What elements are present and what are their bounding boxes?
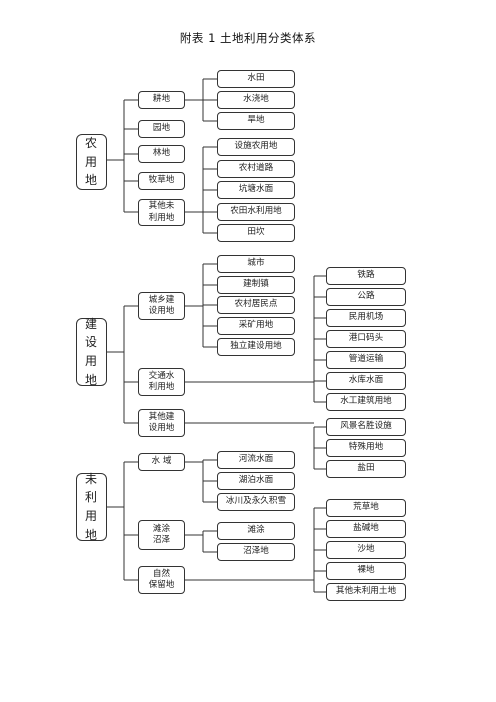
leaf-node: 城市 (217, 255, 295, 273)
leaf-node: 滩涂 (217, 522, 295, 540)
category-node: 园地 (138, 120, 185, 138)
leaf-node: 荒草地 (326, 499, 406, 517)
leaf-node: 管道运输 (326, 351, 406, 369)
leaf-node: 水浇地 (217, 91, 295, 109)
category-node: 城乡建 设用地 (138, 292, 185, 320)
leaf-node: 沼泽地 (217, 543, 295, 561)
leaf-node: 设施农用地 (217, 138, 295, 156)
leaf-node: 盐碱地 (326, 520, 406, 538)
category-node: 交通水 利用地 (138, 368, 185, 396)
leaf-node: 建制镇 (217, 276, 295, 294)
category-node: 耕地 (138, 91, 185, 109)
leaf-node: 田坎 (217, 224, 295, 242)
leaf-node: 河流水面 (217, 451, 295, 469)
leaf-node: 采矿用地 (217, 317, 295, 335)
leaf-node: 湖泊水面 (217, 472, 295, 490)
leaf-node: 水田 (217, 70, 295, 88)
leaf-node: 农村居民点 (217, 296, 295, 314)
leaf-node: 独立建设用地 (217, 338, 295, 356)
leaf-node: 坑塘水面 (217, 181, 295, 199)
category-node: 其他建 设用地 (138, 409, 185, 437)
leaf-node: 农田水利用地 (217, 203, 295, 221)
leaf-node: 冰川及永久积雪 (217, 493, 295, 511)
leaf-node: 农村道路 (217, 160, 295, 178)
leaf-node: 水工建筑用地 (326, 393, 406, 411)
category-node: 自然 保留地 (138, 566, 185, 594)
page-title: 附表 1 土地利用分类体系 (179, 31, 317, 45)
leaf-node: 水库水面 (326, 372, 406, 390)
leaf-node: 公路 (326, 288, 406, 306)
category-node: 林地 (138, 145, 185, 163)
leaf-node: 沙地 (326, 541, 406, 559)
leaf-node: 旱地 (217, 112, 295, 130)
root-node-construction-land: 建 设 用 地 (76, 317, 107, 387)
leaf-node: 港口码头 (326, 330, 406, 348)
root-node-farmland: 农 用 地 (76, 134, 107, 190)
leaf-node: 裸地 (326, 562, 406, 580)
leaf-node: 盐田 (326, 460, 406, 478)
category-node: 其他未 利用地 (138, 199, 185, 226)
category-node: 牧草地 (138, 172, 185, 190)
leaf-node: 特殊用地 (326, 439, 406, 457)
leaf-node: 风景名胜设施 (326, 418, 406, 436)
category-node: 水 域 (138, 453, 185, 471)
leaf-node: 铁路 (326, 267, 406, 285)
leaf-node: 其他未利用土地 (326, 583, 406, 601)
category-node: 滩涂 沼泽 (138, 520, 185, 550)
root-node-unused-land: 未 利 用 地 (76, 472, 107, 542)
leaf-node: 民用机场 (326, 309, 406, 327)
